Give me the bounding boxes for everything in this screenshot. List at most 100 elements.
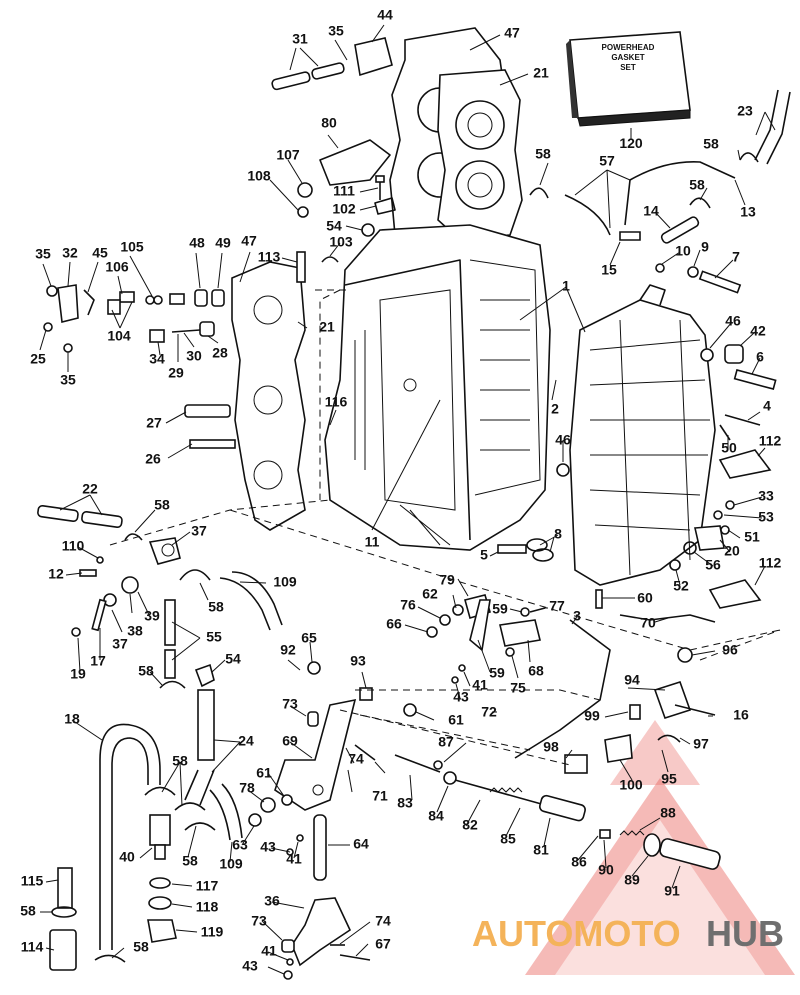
label-35-left: 35 [35,246,51,262]
label-6: 6 [756,349,764,365]
label-64: 64 [353,836,369,852]
label-73-a: 73 [282,696,298,712]
label-53: 53 [758,509,774,525]
label-80: 80 [321,115,337,131]
label-112-a: 112 [759,433,782,449]
label-61-a: 61 [448,712,464,728]
label-60: 60 [637,590,653,606]
small-parts [37,37,791,980]
leader-lines [39,24,776,975]
label-13: 13 [740,204,756,220]
label-113: 113 [258,249,281,265]
label-77: 77 [549,598,565,614]
label-70: 70 [640,615,656,631]
label-14: 14 [643,203,659,219]
label-45: 45 [92,245,108,261]
label-75: 75 [510,680,526,696]
label-12: 12 [48,566,64,582]
label-48: 48 [189,235,205,251]
label-20: 20 [724,543,740,559]
label-99: 99 [584,708,600,724]
label-114: 114 [21,939,44,955]
label-120: 120 [619,135,643,151]
label-9: 9 [701,239,709,255]
label-72: 72 [481,704,497,720]
label-85: 85 [500,831,516,847]
callout-labels: 1 2 3 4 5 6 7 8 9 10 11 12 13 14 15 16 1… [20,7,781,974]
label-109-a: 109 [273,574,297,590]
label-34: 34 [149,351,165,367]
powerhead-gasket-set-box: POWERHEAD GASKET SET 120 [566,31,691,151]
label-83: 83 [397,795,413,811]
label-62: 62 [422,586,438,602]
label-59-b: 59 [489,665,505,681]
label-16: 16 [733,707,749,723]
label-4: 4 [763,398,771,414]
label-28: 28 [212,345,228,361]
label-110: 110 [62,538,85,554]
label-102: 102 [332,201,356,217]
label-42: 42 [750,323,766,339]
label-96: 96 [722,642,738,658]
label-37-left: 37 [112,636,128,652]
label-27: 27 [146,415,162,431]
label-88: 88 [660,805,676,821]
label-74-a: 74 [348,751,364,767]
label-79: 79 [439,572,455,588]
label-81: 81 [533,842,549,858]
label-58-g: 58 [172,753,188,769]
label-18: 18 [64,711,80,727]
label-92: 92 [280,642,296,658]
label-100: 100 [619,777,643,793]
label-94: 94 [624,672,640,688]
label-95: 95 [661,771,677,787]
label-106: 106 [105,259,129,275]
label-11: 11 [365,534,380,550]
label-29: 29 [168,365,184,381]
label-58-i: 58 [20,903,36,919]
label-90: 90 [598,862,614,878]
label-117: 117 [196,878,219,894]
label-8: 8 [554,526,562,542]
label-46-left: 46 [555,432,571,448]
label-43-mid: 43 [453,689,469,705]
label-40: 40 [119,849,135,865]
label-98: 98 [543,739,559,755]
label-5: 5 [480,547,488,563]
label-41-mid: 41 [472,677,488,693]
label-119: 119 [201,924,224,940]
label-115: 115 [21,873,44,889]
label-104: 104 [107,328,131,344]
label-21-top: 21 [533,65,549,81]
label-69: 69 [282,733,298,749]
label-2: 2 [551,401,559,417]
gasket-box-line2: GASKET [611,53,644,62]
label-78: 78 [239,780,255,796]
label-46-right: 46 [725,313,741,329]
label-43-bottom: 43 [242,958,258,974]
label-31: 31 [292,31,308,47]
label-43-lower: 43 [260,839,276,855]
label-17: 17 [90,653,106,669]
label-107: 107 [276,147,300,163]
label-108: 108 [247,168,271,184]
label-58-h: 58 [182,853,198,869]
watermark-text-hub: HUB [706,913,784,954]
label-10: 10 [675,243,691,259]
label-56: 56 [705,557,721,573]
label-37-right: 37 [191,523,207,539]
label-26: 26 [145,451,161,467]
label-22: 22 [82,481,98,497]
label-105: 105 [120,239,144,255]
label-50: 50 [721,440,737,456]
label-21-left: 21 [319,319,335,335]
label-61-b: 61 [256,765,272,781]
label-58-f: 58 [138,663,154,679]
label-91: 91 [664,883,680,899]
label-23: 23 [737,103,753,119]
label-36: 36 [264,893,280,909]
watermark-logo: AUTOMOTO HUB [472,720,795,975]
gasket-box-line3: SET [620,63,636,72]
label-39: 39 [144,608,160,624]
